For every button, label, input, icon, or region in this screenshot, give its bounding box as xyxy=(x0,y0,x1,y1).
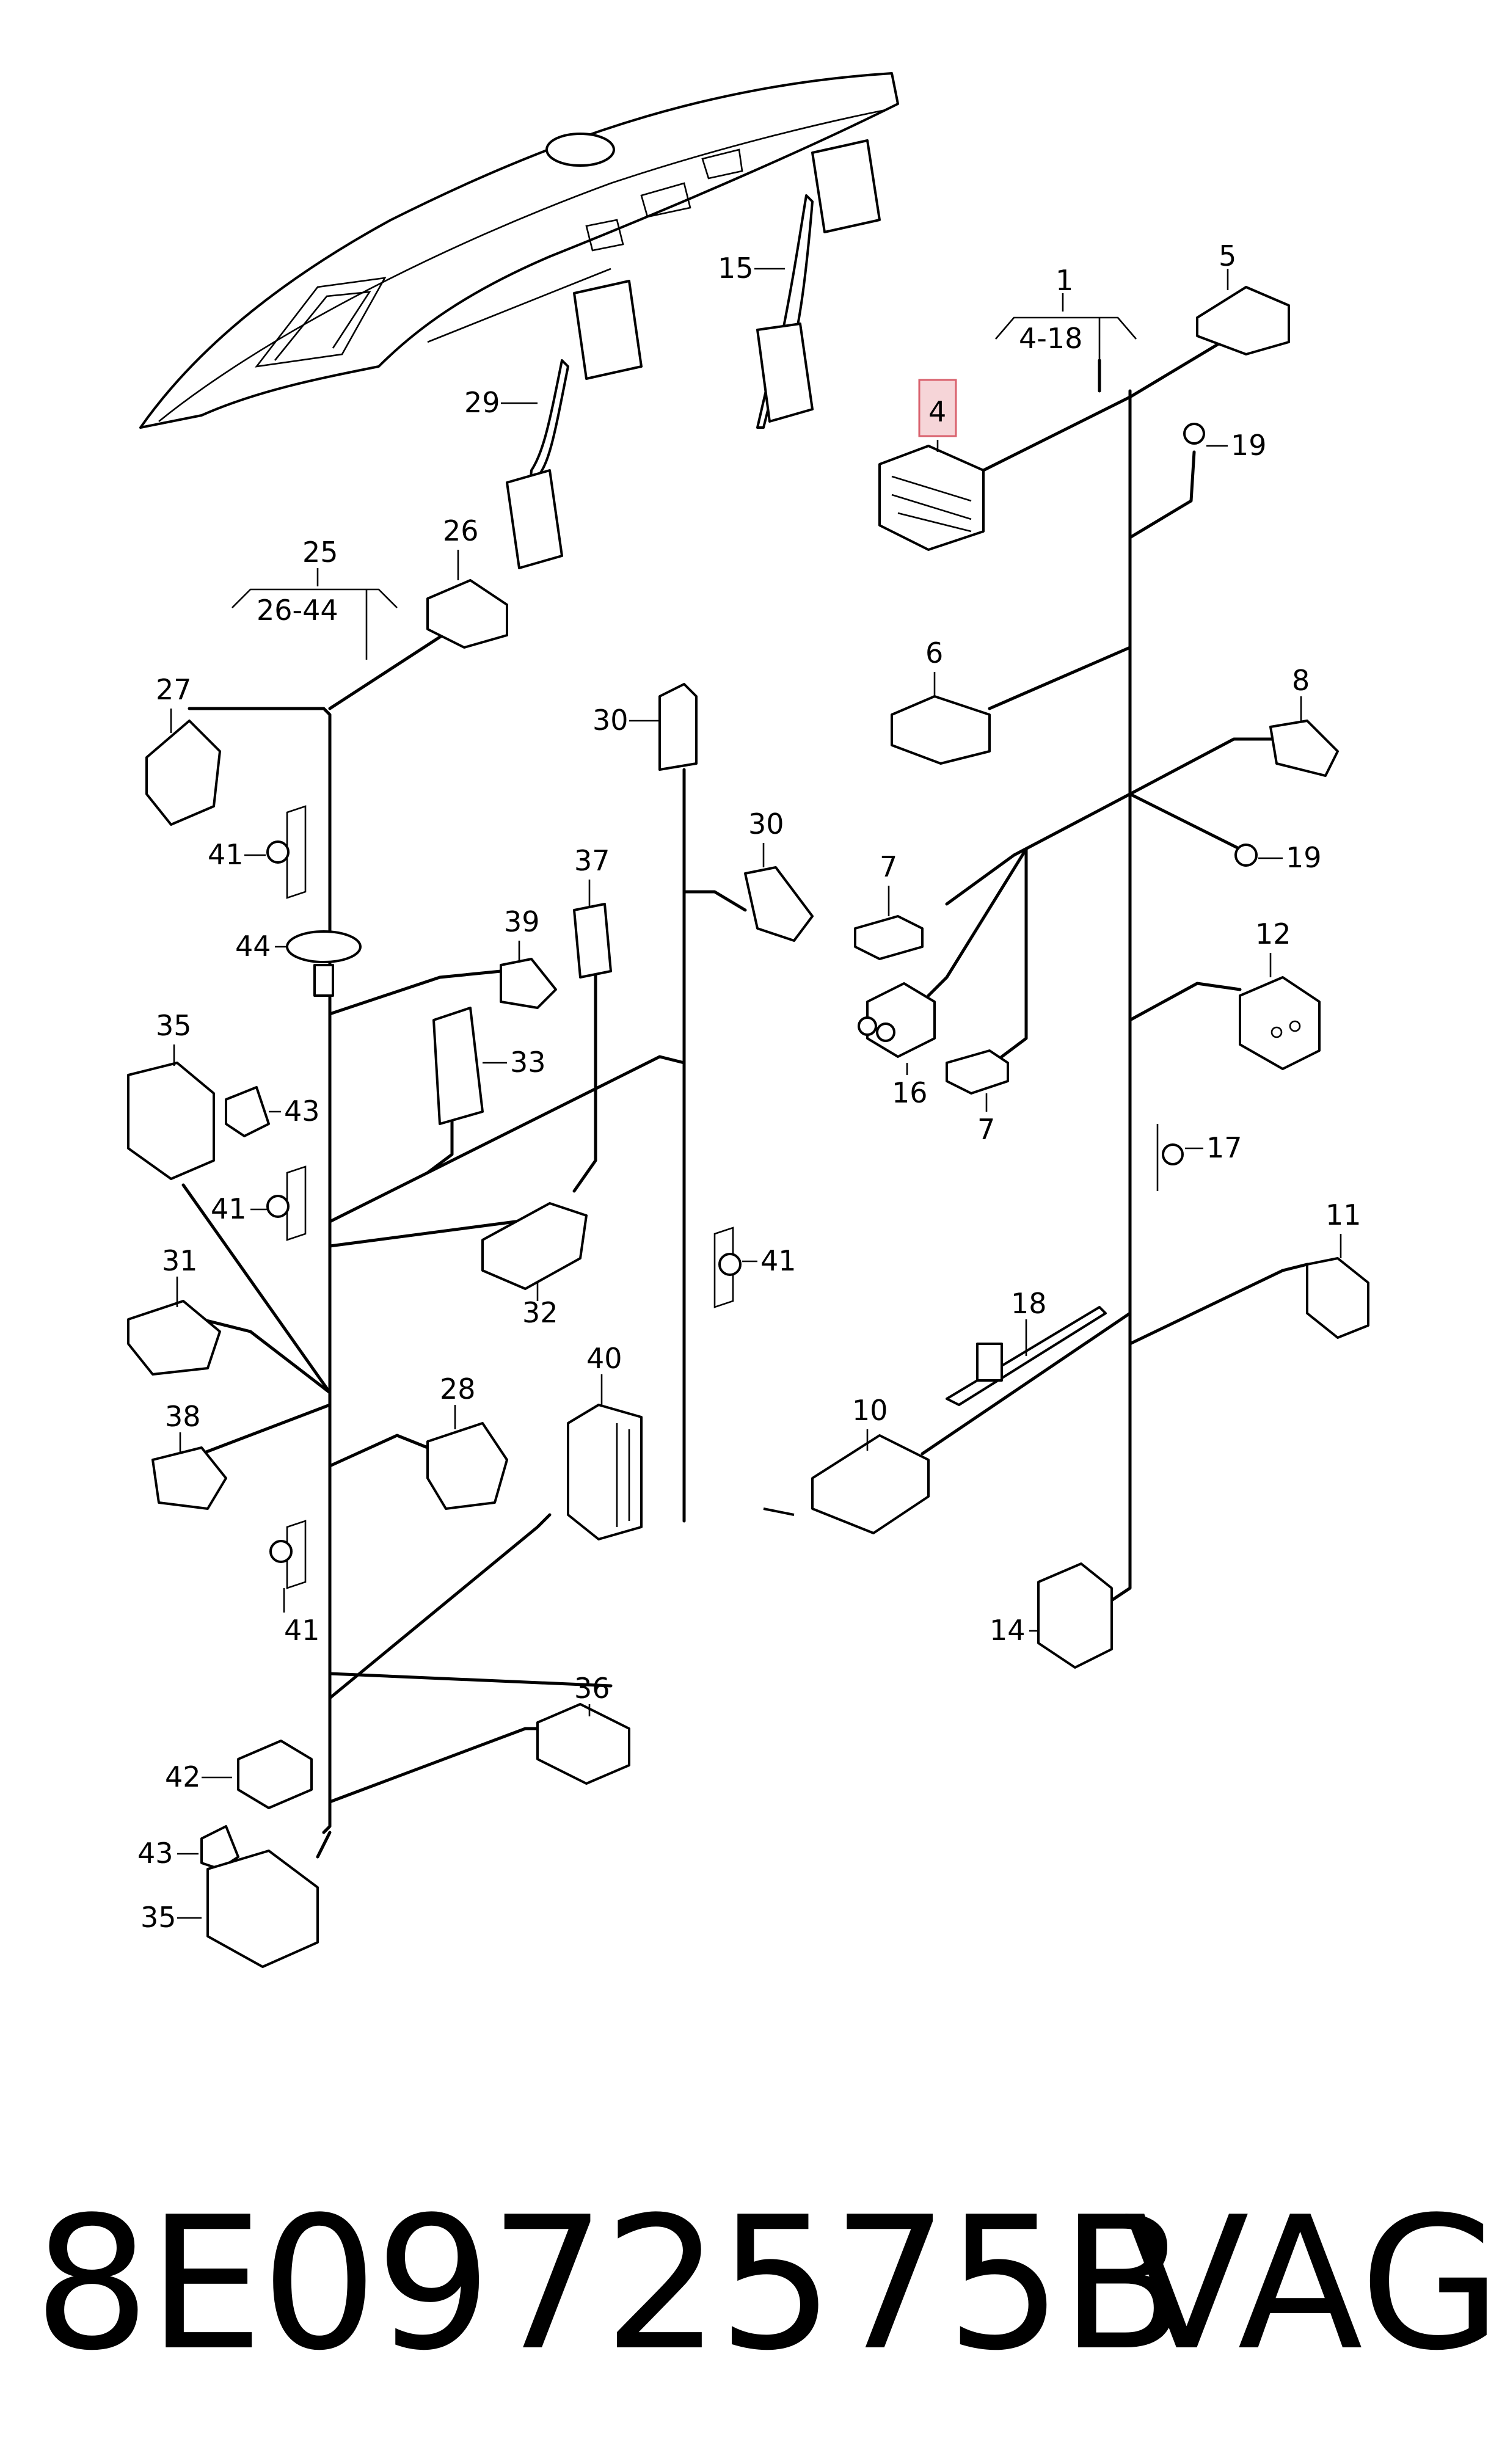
callout-19-lower: 19 xyxy=(1286,841,1322,874)
harness-parts xyxy=(127,139,1369,1968)
callout-33: 33 xyxy=(510,1046,546,1079)
callout-36: 36 xyxy=(574,1672,610,1705)
callout-6: 6 xyxy=(925,636,943,669)
callout-7-lower: 7 xyxy=(977,1113,995,1146)
footer: 8E0972575B VAG xyxy=(0,2174,1502,2431)
wiring-harness-diagram: 1 4-18 5 4 19 6 8 19 7 12 16 7 17 11 18 … xyxy=(127,72,1369,1968)
callout-26: 26 xyxy=(443,514,479,547)
highlight-box-4 xyxy=(918,379,957,437)
callout-11: 11 xyxy=(1325,1198,1362,1231)
callout-41-c: 41 xyxy=(760,1244,797,1277)
callout-7-upper: 7 xyxy=(880,850,897,883)
callout-4: 4 xyxy=(928,395,946,428)
callout-5: 5 xyxy=(1219,239,1236,272)
callout-41-a: 41 xyxy=(208,838,244,871)
callout-41-b: 41 xyxy=(211,1192,247,1225)
callout-19-top: 19 xyxy=(1231,429,1267,462)
callout-35-upper: 35 xyxy=(156,1009,192,1042)
leaders xyxy=(170,268,1342,1919)
callout-39: 39 xyxy=(504,905,540,938)
part-4-connector xyxy=(878,445,985,551)
callout-38: 38 xyxy=(165,1400,201,1433)
callout-31: 31 xyxy=(162,1244,198,1277)
brand-name: VAG xyxy=(1124,2178,1502,2391)
callout-42: 42 xyxy=(165,1760,201,1793)
callout-17: 17 xyxy=(1206,1131,1242,1164)
callout-14: 14 xyxy=(990,1614,1026,1647)
callout-15: 15 xyxy=(718,252,754,285)
callout-30-upper: 30 xyxy=(592,704,629,737)
callout-18: 18 xyxy=(1011,1287,1047,1320)
callout-41-d: 41 xyxy=(284,1614,320,1647)
callout-8: 8 xyxy=(1292,664,1310,697)
harness-wires xyxy=(181,340,1309,1859)
callout-1: 1 xyxy=(1055,264,1073,297)
callout-37: 37 xyxy=(574,844,610,877)
callout-30-lower: 30 xyxy=(748,807,784,840)
callout-35-lower: 35 xyxy=(140,1901,177,1934)
callout-44: 44 xyxy=(235,930,271,963)
callout-10: 10 xyxy=(852,1394,888,1427)
callout-25: 25 xyxy=(302,536,338,569)
callout-labels: 1 4-18 5 4 19 6 8 19 7 12 16 7 17 11 18 … xyxy=(137,239,1362,1934)
callout-27: 27 xyxy=(156,673,192,706)
callout-16: 16 xyxy=(892,1076,928,1109)
callout-26-44: 26-44 xyxy=(257,594,338,627)
callout-4-18: 4-18 xyxy=(1019,322,1082,355)
callout-12: 12 xyxy=(1255,917,1291,950)
callout-40: 40 xyxy=(586,1342,622,1375)
callout-28: 28 xyxy=(440,1372,476,1405)
clip-41-a xyxy=(266,805,307,899)
callout-43-lower: 43 xyxy=(137,1837,173,1870)
callout-29: 29 xyxy=(464,386,500,419)
body-panel xyxy=(139,72,899,429)
part-number: 8E0972575B xyxy=(34,2178,1186,2391)
callout-32: 32 xyxy=(522,1296,558,1329)
callout-43-upper: 43 xyxy=(284,1095,320,1128)
